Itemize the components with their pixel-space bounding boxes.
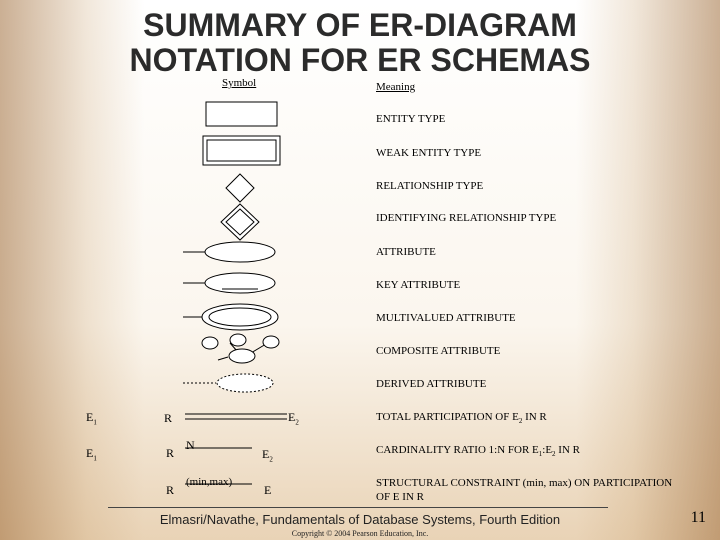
symbol-header: Symbol — [222, 77, 257, 89]
composite-attribute-symbol — [201, 333, 280, 364]
slide-title-line2: NOTATION FOR ER SCHEMAS — [129, 42, 591, 78]
e1-label-total: E1 — [86, 410, 97, 427]
meaning-total-participation: TOTAL PARTICIPATION OF E2 IN R — [376, 411, 547, 426]
meaning-weak-entity-type: WEAK ENTITY TYPE — [376, 147, 482, 159]
e1-label-card: E1 — [86, 446, 97, 463]
e2-label-card: E2 — [262, 447, 273, 464]
identifying-relationship-symbol — [220, 203, 260, 241]
meaning-structural-constraint-1: STRUCTURAL CONSTRAINT (min, max) ON PART… — [376, 477, 673, 489]
page-number: 11 — [690, 509, 706, 526]
meaning-composite-attribute: COMPOSITE ATTRIBUTE — [376, 345, 501, 357]
derived-attribute-symbol — [183, 373, 274, 393]
relationship-symbol — [225, 173, 255, 203]
meaning-structural-constraint-2: OF E IN R — [376, 491, 424, 503]
meaning-multivalued-attribute: MULTIVALUED ATTRIBUTE — [376, 312, 516, 324]
attribute-symbol — [183, 241, 276, 263]
meaning-derived-attribute: DERIVED ATTRIBUTE — [376, 378, 487, 390]
n-label: N — [186, 438, 195, 452]
footer-citation: Elmasri/Navathe, Fundamentals of Databas… — [159, 512, 561, 527]
r-label-total: R — [164, 411, 173, 425]
meaning-relationship-type: RELATIONSHIP TYPE — [376, 180, 484, 192]
entity-symbol — [205, 101, 278, 127]
e2-label-total: E2 — [288, 410, 299, 427]
footer-rule — [108, 507, 608, 508]
r-label-card: R — [166, 446, 175, 460]
minmax-label: (min,max) — [186, 476, 233, 488]
meaning-key-attribute: KEY ATTRIBUTE — [376, 279, 461, 291]
meaning-attribute: ATTRIBUTE — [376, 246, 436, 258]
meaning-cardinality-ratio: CARDINALITY RATIO 1:N FOR E1:E2 IN R — [376, 444, 580, 459]
r-label-struct: R — [166, 483, 175, 497]
slide-title-line1: SUMMARY OF ER-DIAGRAM — [143, 7, 577, 43]
meaning-header: Meaning — [376, 81, 416, 93]
multivalued-attribute-symbol — [183, 303, 279, 331]
total-participation-symbol — [185, 413, 287, 420]
e-label-struct: E — [264, 483, 272, 497]
weak-entity-symbol — [202, 135, 281, 166]
key-attribute-symbol — [183, 272, 276, 294]
footer-copyright: Copyright © 2004 Pearson Education, Inc. — [291, 529, 429, 538]
meaning-entity-type: ENTITY TYPE — [376, 113, 446, 125]
meaning-identifying-relationship: IDENTIFYING RELATIONSHIP TYPE — [376, 212, 557, 224]
